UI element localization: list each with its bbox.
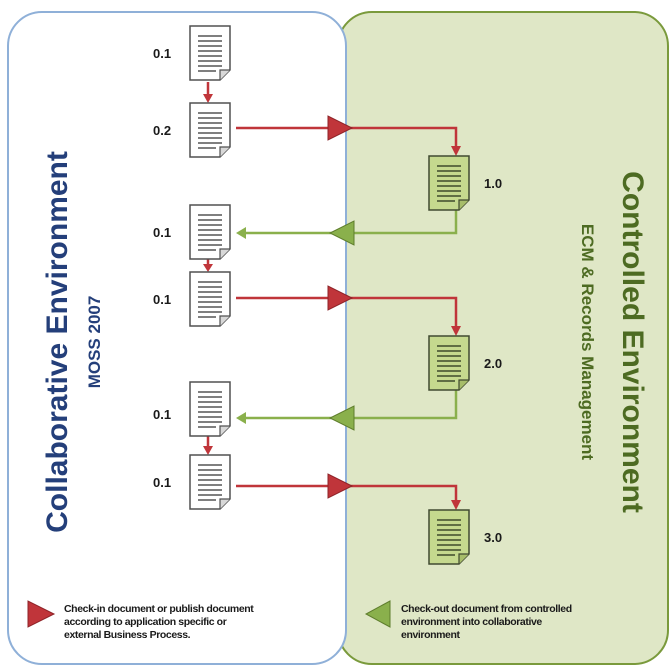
checkout-arrow-marker: [328, 220, 355, 246]
document-icon: [190, 26, 230, 80]
checkout-arrow-marker: [328, 405, 355, 431]
collaborative-environment-panel: [7, 11, 347, 665]
version-label: 1.0: [484, 176, 502, 191]
document-icon: [429, 156, 469, 210]
version-label: 0.1: [153, 407, 171, 422]
checkin-arrow-marker: [327, 115, 354, 141]
checkout-legend-text: environment: [401, 629, 461, 641]
checkin-arrow-marker: [327, 285, 354, 311]
version-label: 0.1: [153, 292, 171, 307]
flow-connectors: [203, 82, 461, 510]
legend-checkin: Check-in document or publish document ac…: [27, 600, 255, 641]
checkin-legend-icon: [27, 600, 56, 628]
checkout-legend-text: environment into collaborative: [401, 616, 542, 628]
controlled-subtitle: ECM & Records Management: [578, 224, 597, 460]
controlled-title: Controlled Environment: [616, 171, 649, 513]
collaborative-subtitle: MOSS 2007: [85, 296, 104, 389]
version-label: 0.1: [153, 225, 171, 240]
checkin-legend-text: according to application specific or: [64, 616, 227, 628]
checkin-legend-text: external Business Process.: [64, 629, 191, 641]
checkout-legend-icon: [364, 600, 391, 628]
document-icon: [429, 510, 469, 564]
document-icon: [190, 455, 230, 509]
version-label: 3.0: [484, 530, 502, 545]
version-label: 2.0: [484, 356, 502, 371]
checkin-legend-text: Check-in document or publish document: [64, 603, 254, 615]
legend-checkout: Check-out document from controlled envir…: [364, 600, 572, 641]
collaborative-title: Collaborative Environment: [41, 151, 74, 533]
checkout-legend-text: Check-out document from controlled: [401, 603, 572, 615]
version-label: 0.2: [153, 123, 171, 138]
version-label: 0.1: [153, 475, 171, 490]
checkin-arrow-marker: [327, 473, 354, 499]
document-icon: [190, 103, 230, 157]
version-label: 0.1: [153, 46, 171, 61]
document-icon: [190, 205, 230, 259]
document-icon: [190, 382, 230, 436]
document-icon: [190, 272, 230, 326]
document-icon: [429, 336, 469, 390]
